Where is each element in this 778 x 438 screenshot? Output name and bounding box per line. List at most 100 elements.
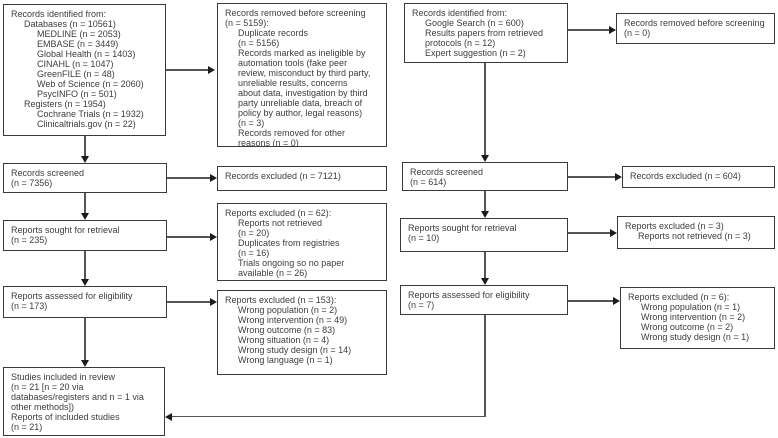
arrow-left-icon [165, 412, 172, 421]
box-text-line: Records screened [410, 167, 484, 177]
connector-line [568, 232, 610, 234]
connector-line [84, 193, 86, 214]
box-text-line: (n = 21) [11, 422, 43, 432]
box-reports-assessed-db: Reports assessed for eligibility(n = 173… [3, 286, 167, 318]
box-text-line: CINAHL (n = 1047) [37, 59, 114, 69]
box-text-line: party unreliable data, breach of [238, 98, 363, 108]
box-text-line: (n = 614) [410, 177, 447, 187]
box-text-line: Google Search (n = 600) [425, 18, 524, 28]
box-text-line: Duplicate records [238, 28, 309, 38]
arrow-down-icon [81, 279, 89, 286]
box-text-line: Wrong outcome (n = 2) [641, 322, 734, 332]
box-text-line: EMBASE (n = 3449) [37, 39, 119, 49]
box-text-line: Wrong language (n = 1) [238, 355, 333, 365]
box-text-line: reasons (n = 0) [238, 138, 299, 147]
box-records-removed-before-screening-other: Records removed before screening(n = 0) [616, 13, 775, 44]
arrow-down-icon [81, 213, 89, 220]
box-text-line: databases/registers and n = 1 via [11, 392, 144, 402]
box-text-line: automation tools (fake peer [238, 58, 348, 68]
connector-line [166, 69, 208, 71]
box-identification-other: Records identified from:Google Search (n… [404, 3, 568, 63]
box-text-line: Records identified from: [11, 9, 107, 19]
box-text-line: Records screened [11, 168, 85, 178]
box-text-line: Wrong population (n = 1) [641, 302, 741, 312]
connector-line [484, 315, 486, 417]
box-records-screened-db: Records screened(n = 7356) [3, 163, 167, 193]
box-text-line: Wrong population (n = 2) [238, 305, 338, 315]
connector-line [167, 236, 210, 238]
box-text-line: other methods]) [11, 402, 75, 412]
connector-line [84, 318, 86, 361]
box-text-line: (n = 10) [408, 233, 440, 243]
box-text-line: Wrong situation (n = 4) [238, 335, 330, 345]
arrow-down-icon [481, 155, 489, 162]
box-text-line: Web of Science (n = 2060) [37, 79, 144, 89]
box-text-line: (n = 7) [408, 300, 435, 310]
box-text-line: Registers (n = 1954) [24, 99, 106, 109]
box-text-line: Records excluded (n = 7121) [225, 171, 341, 181]
box-identification-databases: Records identified from:Databases (n = 1… [3, 4, 166, 136]
box-reports-excluded-retrieval-other: Reports excluded (n = 3)Reports not retr… [617, 216, 775, 249]
box-text-line: Records removed for other [238, 128, 346, 138]
arrow-right-icon [210, 232, 217, 241]
box-text-line: Reports excluded (n = 62): [225, 208, 332, 218]
connector-line [484, 252, 486, 279]
box-text-line: (n = 16) [238, 248, 270, 258]
connector-line [568, 176, 615, 178]
box-text-line: MEDLINE (n = 2053) [37, 29, 121, 39]
box-text-line: Reports not retrieved [238, 218, 323, 228]
box-text-line: Databases (n = 10561) [24, 19, 116, 29]
box-text-line: Wrong study design (n = 1) [641, 332, 750, 342]
connector-line [568, 29, 609, 31]
box-text-line: PsycINFO (n = 501) [37, 89, 117, 99]
box-text-line: Clinicaltrials.gov (n = 22) [37, 119, 136, 129]
box-text-line: Reports not retrieved (n = 3) [638, 231, 751, 241]
box-records-excluded-db: Records excluded (n = 7121) [217, 166, 387, 191]
connector-line [484, 63, 486, 156]
box-text-line: Records excluded (n = 604) [630, 171, 741, 181]
box-text-line: (n = 235) [11, 235, 48, 245]
box-records-excluded-other: Records excluded (n = 604) [622, 166, 775, 188]
box-text-line: Reports sought for retrieval [408, 223, 517, 233]
box-reports-excluded-eligibility-other: Reports excluded (n = 6):Wrong populatio… [620, 287, 775, 349]
box-text-line: Wrong intervention (n = 2) [641, 312, 746, 322]
arrow-down-icon [481, 211, 489, 218]
box-text-line: Records marked as ineligible by [238, 48, 366, 58]
box-text-line: Records removed before screening [624, 18, 765, 28]
connector-line [84, 136, 86, 157]
connector-line [484, 191, 486, 212]
box-text-line: available (n = 26) [238, 268, 308, 278]
box-text-line: Cochrane Trials (n = 1932) [37, 109, 144, 119]
box-text-line: (n = 0) [624, 28, 651, 38]
box-reports-excluded-retrieval-db: Reports excluded (n = 62):Reports not re… [217, 203, 387, 281]
arrow-down-icon [81, 360, 89, 367]
box-text-line: Studies included in review [11, 372, 116, 382]
box-text-line: (n = 5159): [225, 18, 269, 28]
connector-line [167, 177, 210, 179]
box-text-line: GreenFILE (n = 48) [37, 69, 115, 79]
box-records-screened-other: Records screened(n = 614) [402, 162, 568, 191]
arrow-right-icon [609, 25, 616, 34]
box-text-line: review, misconduct by third party, [238, 68, 371, 78]
box-text-line: (n = 7356) [11, 178, 53, 188]
arrow-right-icon [210, 297, 217, 306]
box-text-line: Reports excluded (n = 3) [625, 221, 724, 231]
box-text-line: (n = 20) [238, 228, 270, 238]
box-reports-excluded-eligibility-db: Reports excluded (n = 153):Wrong populat… [217, 290, 387, 375]
box-text-line: Reports of included studies [11, 412, 120, 422]
arrow-down-icon [81, 156, 89, 163]
box-text-line: (n = 21 [n = 20 via [11, 382, 84, 392]
box-reports-sought-other: Reports sought for retrieval(n = 10) [400, 218, 568, 252]
box-text-line: Records identified from: [412, 8, 508, 18]
box-text-line: Results papers from retrieved [425, 28, 544, 38]
box-reports-assessed-other: Reports assessed for eligibility(n = 7) [400, 285, 568, 315]
box-text-line: (n = 3) [238, 118, 265, 128]
box-text-line: Reports excluded (n = 153): [225, 295, 337, 305]
connector-line [167, 301, 210, 303]
box-text-line: about data, investigation by third [238, 88, 368, 98]
box-text-line: protocols (n = 12) [425, 38, 496, 48]
box-text-line: Global Health (n = 1403) [37, 49, 136, 59]
box-records-removed-before-screening-db: Records removed before screening(n = 515… [217, 3, 387, 147]
box-text-line: Expert suggestion (n = 2) [425, 48, 526, 58]
